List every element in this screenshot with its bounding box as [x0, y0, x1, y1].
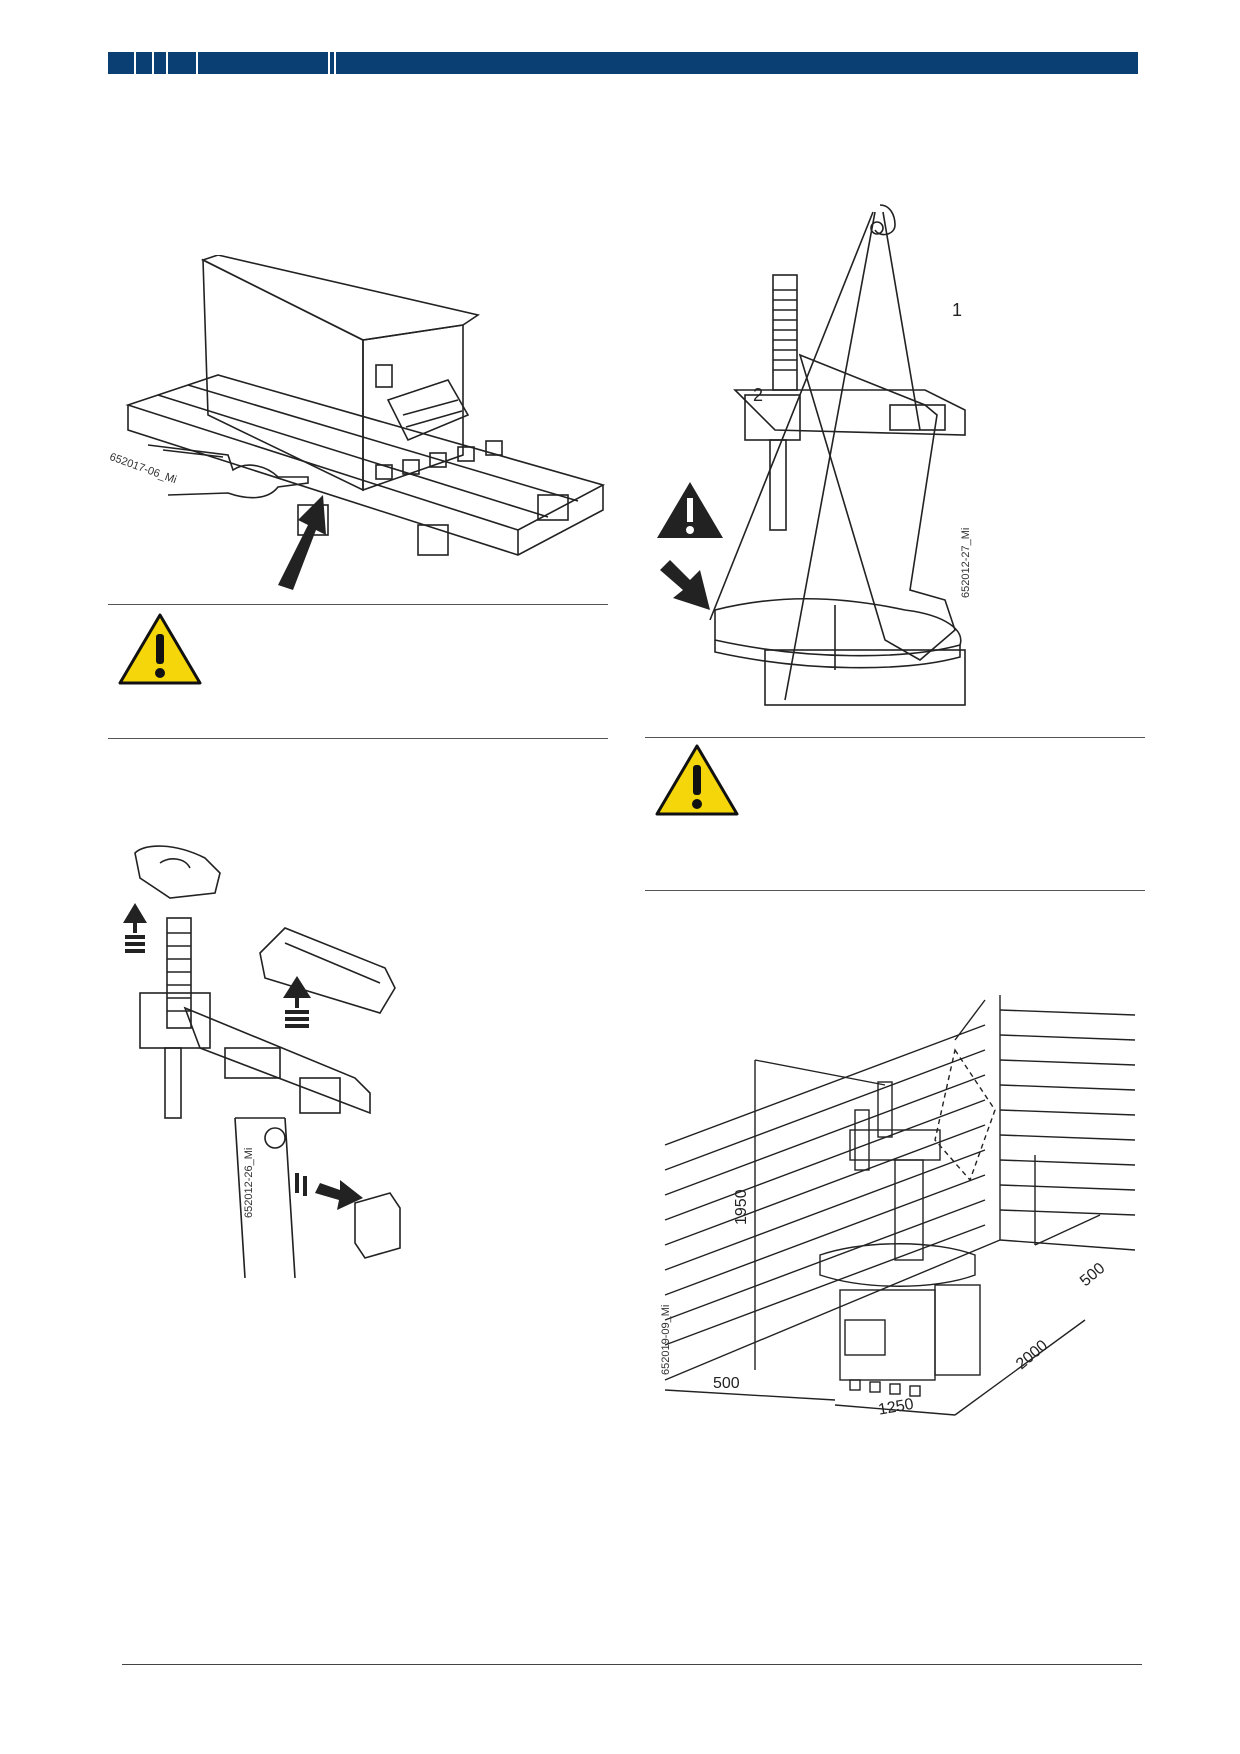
- dimension-left: 500: [713, 1375, 740, 1392]
- lift-warning-icon: [657, 482, 723, 610]
- footer-rule: [122, 1664, 1142, 1665]
- figure-code: 652012-27_Mi: [960, 527, 972, 598]
- warning-rule-bottom: [108, 738, 608, 739]
- warning-rule-bottom: [645, 890, 1145, 891]
- warning-rule-top: [108, 604, 608, 605]
- hoist-figure: 1 2 652012-27_Mi: [655, 200, 1045, 725]
- warning-triangle-icon: [118, 613, 202, 685]
- figure-code: 652012-26_Mi: [243, 1147, 255, 1218]
- callout-1: 1: [952, 300, 963, 320]
- installation-space-figure: 1950 500 1250 2000 500 652019-09_Mi: [655, 990, 1145, 1430]
- header-bar: [108, 52, 1138, 74]
- warning-triangle-icon: [655, 744, 739, 816]
- warning-rule-top: [645, 737, 1145, 738]
- callout-2: 2: [753, 385, 764, 405]
- dimension-height: 1950: [733, 1189, 750, 1225]
- figure-code: 652019-09_Mi: [660, 1304, 672, 1375]
- pallet-unstrap-figure: 652017-06_Mi: [108, 255, 608, 595]
- arm-covers-figure: 652012-26_Mi: [115, 838, 405, 1278]
